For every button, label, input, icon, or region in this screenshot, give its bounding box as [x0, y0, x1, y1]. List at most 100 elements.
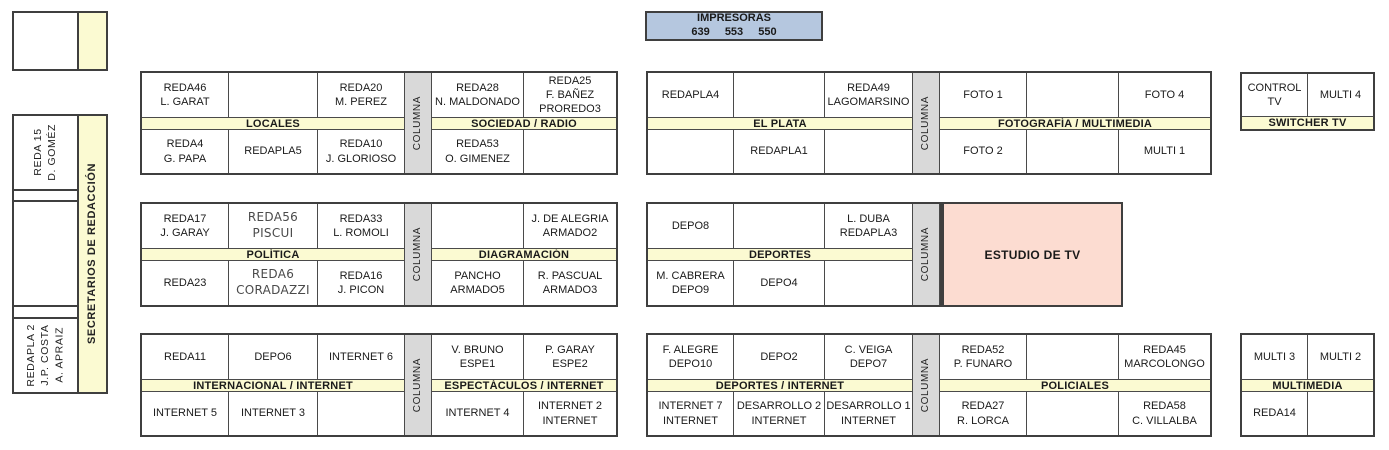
- desk-reda52: REDA52 P. FUNARO: [940, 335, 1027, 379]
- desk-empty: [825, 130, 912, 173]
- group-deportes: DEPO8 L. DUBA REDAPLA3 DEPORTES COLUMNA …: [646, 202, 942, 307]
- columna-label: COLUMNA: [412, 227, 424, 282]
- section-header-policiales: POLICIALES: [940, 379, 1210, 392]
- desk-empty: [1027, 130, 1119, 173]
- desk-reda49: REDA49 LAGOMARSINO: [825, 73, 912, 117]
- group-internacional-espectaculos: REDA11 DEPO6 INTERNET 6 V. BRUNO ESPE1 P…: [140, 333, 618, 437]
- desk-reda15-gomez: REDA 15 D. GOMÉZ: [12, 114, 79, 191]
- desk-empty: [524, 130, 616, 173]
- columna-label: COLUMNA: [920, 227, 932, 282]
- desk-depo8: DEPO8: [648, 204, 734, 248]
- desk-reda58: REDA58 C. VILLALBA: [1119, 392, 1210, 435]
- section-header-espectaculos: ESPECTÁCULOS / INTERNET: [432, 379, 616, 392]
- section-header-diagramacion: DIAGRAMACIÓN: [432, 248, 616, 261]
- desk-dealegria: J. DE ALEGRIA ARMADO2: [524, 204, 616, 248]
- columna-strip: COLUMNA: [912, 335, 940, 435]
- desk-reda20: REDA20 M. PEREZ: [318, 73, 404, 117]
- desk-empty: [825, 261, 912, 305]
- desk-empty: [648, 130, 734, 173]
- desk-internet5: INTERNET 5: [142, 392, 229, 435]
- desk-empty: [1308, 392, 1373, 435]
- group-deportesinternet-policiales: F. ALEGRE DEPO10 DEPO2 C. VEIGA DEPO7 RE…: [646, 333, 1212, 437]
- section-header-deportes: DEPORTES: [648, 248, 912, 261]
- section-header-locales: LOCALES: [142, 117, 404, 130]
- section-header-elplata: EL PLATA: [648, 117, 912, 130]
- left-empty-box: [12, 200, 79, 307]
- desk-empty: [734, 73, 825, 117]
- top-left-yellow-box: [77, 11, 108, 71]
- desk-reda23: REDA23: [142, 261, 229, 305]
- columna-strip: COLUMNA: [404, 335, 432, 435]
- desk-pancho: PANCHO ARMADO5: [432, 261, 524, 305]
- secretarios-label: SECRETARIOS DE REDACCIÓN: [86, 163, 99, 345]
- estudio-de-tv-label: ESTUDIO DE TV: [984, 247, 1081, 262]
- desk-reda25: REDA25 F. BAÑEZ PROREDO3: [524, 73, 616, 117]
- desk-redapla5: REDAPLA5: [229, 130, 318, 173]
- desk-foto1: FOTO 1: [940, 73, 1027, 117]
- section-header-sociedad-radio: SOCIEDAD / RADIO: [432, 117, 616, 130]
- group-elplata-fotografia: REDAPLA4 REDA49 LAGOMARSINO FOTO 1 FOTO …: [646, 71, 1212, 175]
- columna-strip: COLUMNA: [404, 204, 432, 305]
- desk-empty: [318, 392, 404, 435]
- columna-label: COLUMNA: [920, 95, 932, 151]
- desk-internet7: INTERNET 7 INTERNET: [648, 392, 734, 435]
- desk-pgaray: P. GARAY ESPE2: [524, 335, 616, 379]
- desk-reda16: REDA16 J. PICON: [318, 261, 404, 305]
- desk-redapla4: REDAPLA4: [648, 73, 734, 117]
- desk-reda45: REDA45 MARCOLONGO: [1119, 335, 1210, 379]
- desk-internet4: INTERNET 4: [432, 392, 524, 435]
- printers-numbers: 639 553 550: [691, 26, 777, 38]
- columna-label: COLUMNA: [412, 95, 424, 151]
- group-locales-sociedad: REDA46 L. GARAT REDA20 M. PEREZ REDA28 N…: [140, 71, 618, 175]
- secretarios-strip: SECRETARIOS DE REDACCIÓN: [77, 114, 108, 394]
- desk-foto4: FOTO 4: [1119, 73, 1210, 117]
- desk-desarrollo2: DESARROLLO 2 INTERNET: [734, 392, 825, 435]
- desk-multi4: MULTI 4: [1308, 74, 1373, 116]
- desk-redapla1: REDAPLA1: [734, 130, 825, 173]
- desk-reda4: REDA4 G. PAPA: [142, 130, 229, 173]
- desk-multi2: MULTI 2: [1308, 335, 1373, 379]
- desk-control-tv: CONTROL TV: [1242, 74, 1308, 116]
- desk-reda11: REDA11: [142, 335, 229, 379]
- desk-multi3: MULTI 3: [1242, 335, 1308, 379]
- printers-title: IMPRESORAS: [697, 12, 771, 25]
- printers-box: IMPRESORAS 639 553 550: [645, 11, 823, 41]
- columna-strip: COLUMNA: [404, 73, 432, 173]
- desk-internet6: INTERNET 6: [318, 335, 404, 379]
- desk-empty: [432, 204, 524, 248]
- desk-foto2: FOTO 2: [940, 130, 1027, 173]
- desk-lduba: L. DUBA REDAPLA3: [825, 204, 912, 248]
- desk-reda6-coradazzi: REDA6 CORADAZZI: [229, 261, 318, 305]
- desk-reda15-label: REDA 15 D. GOMÉZ: [32, 124, 59, 181]
- section-header-switcher: SWITCHER TV: [1242, 116, 1373, 129]
- section-header-multimedia: MULTIMEDIA: [1242, 379, 1373, 392]
- desk-internet3: INTERNET 3: [229, 392, 318, 435]
- desk-desarrollo1: DESARROLLO 1 INTERNET: [825, 392, 912, 435]
- desk-depo6: DEPO6: [229, 335, 318, 379]
- desk-depo4: DEPO4: [734, 261, 825, 305]
- desk-empty: [734, 204, 825, 248]
- estudio-de-tv-box: ESTUDIO DE TV: [942, 202, 1123, 307]
- group-switcher-tv: CONTROL TV MULTI 4 SWITCHER TV: [1240, 72, 1375, 131]
- desk-mcabrera: M. CABRERA DEPO9: [648, 261, 734, 305]
- columna-label: COLUMNA: [412, 357, 424, 413]
- desk-empty: [1027, 73, 1119, 117]
- columna-strip: COLUMNA: [912, 204, 940, 305]
- desk-vbruno: V. BRUNO ESPE1: [432, 335, 524, 379]
- desk-cveiga: C. VEIGA DEPO7: [825, 335, 912, 379]
- desk-reda28: REDA28 N. MALDONADO: [432, 73, 524, 117]
- desk-reda10: REDA10 J. GLORIOSO: [318, 130, 404, 173]
- section-header-politica: POLÍTICA: [142, 248, 404, 261]
- desk-internet2: INTERNET 2 INTERNET: [524, 392, 616, 435]
- desk-reda46: REDA46 L. GARAT: [142, 73, 229, 117]
- desk-rpascual: R. PASCUAL ARMADO3: [524, 261, 616, 305]
- desk-empty: [229, 73, 318, 117]
- desk-empty: [1027, 335, 1119, 379]
- desk-reda53: REDA53 O. GIMENEZ: [432, 130, 524, 173]
- columna-strip: COLUMNA: [912, 73, 940, 173]
- desk-depo2: DEPO2: [734, 335, 825, 379]
- section-header-internacional: INTERNACIONAL / INTERNET: [142, 379, 404, 392]
- desk-redapla2-costa-apraiz: REDAPLA 2 J.P. COSTA A. APRAIZ: [12, 317, 79, 394]
- desk-empty: [1027, 392, 1119, 435]
